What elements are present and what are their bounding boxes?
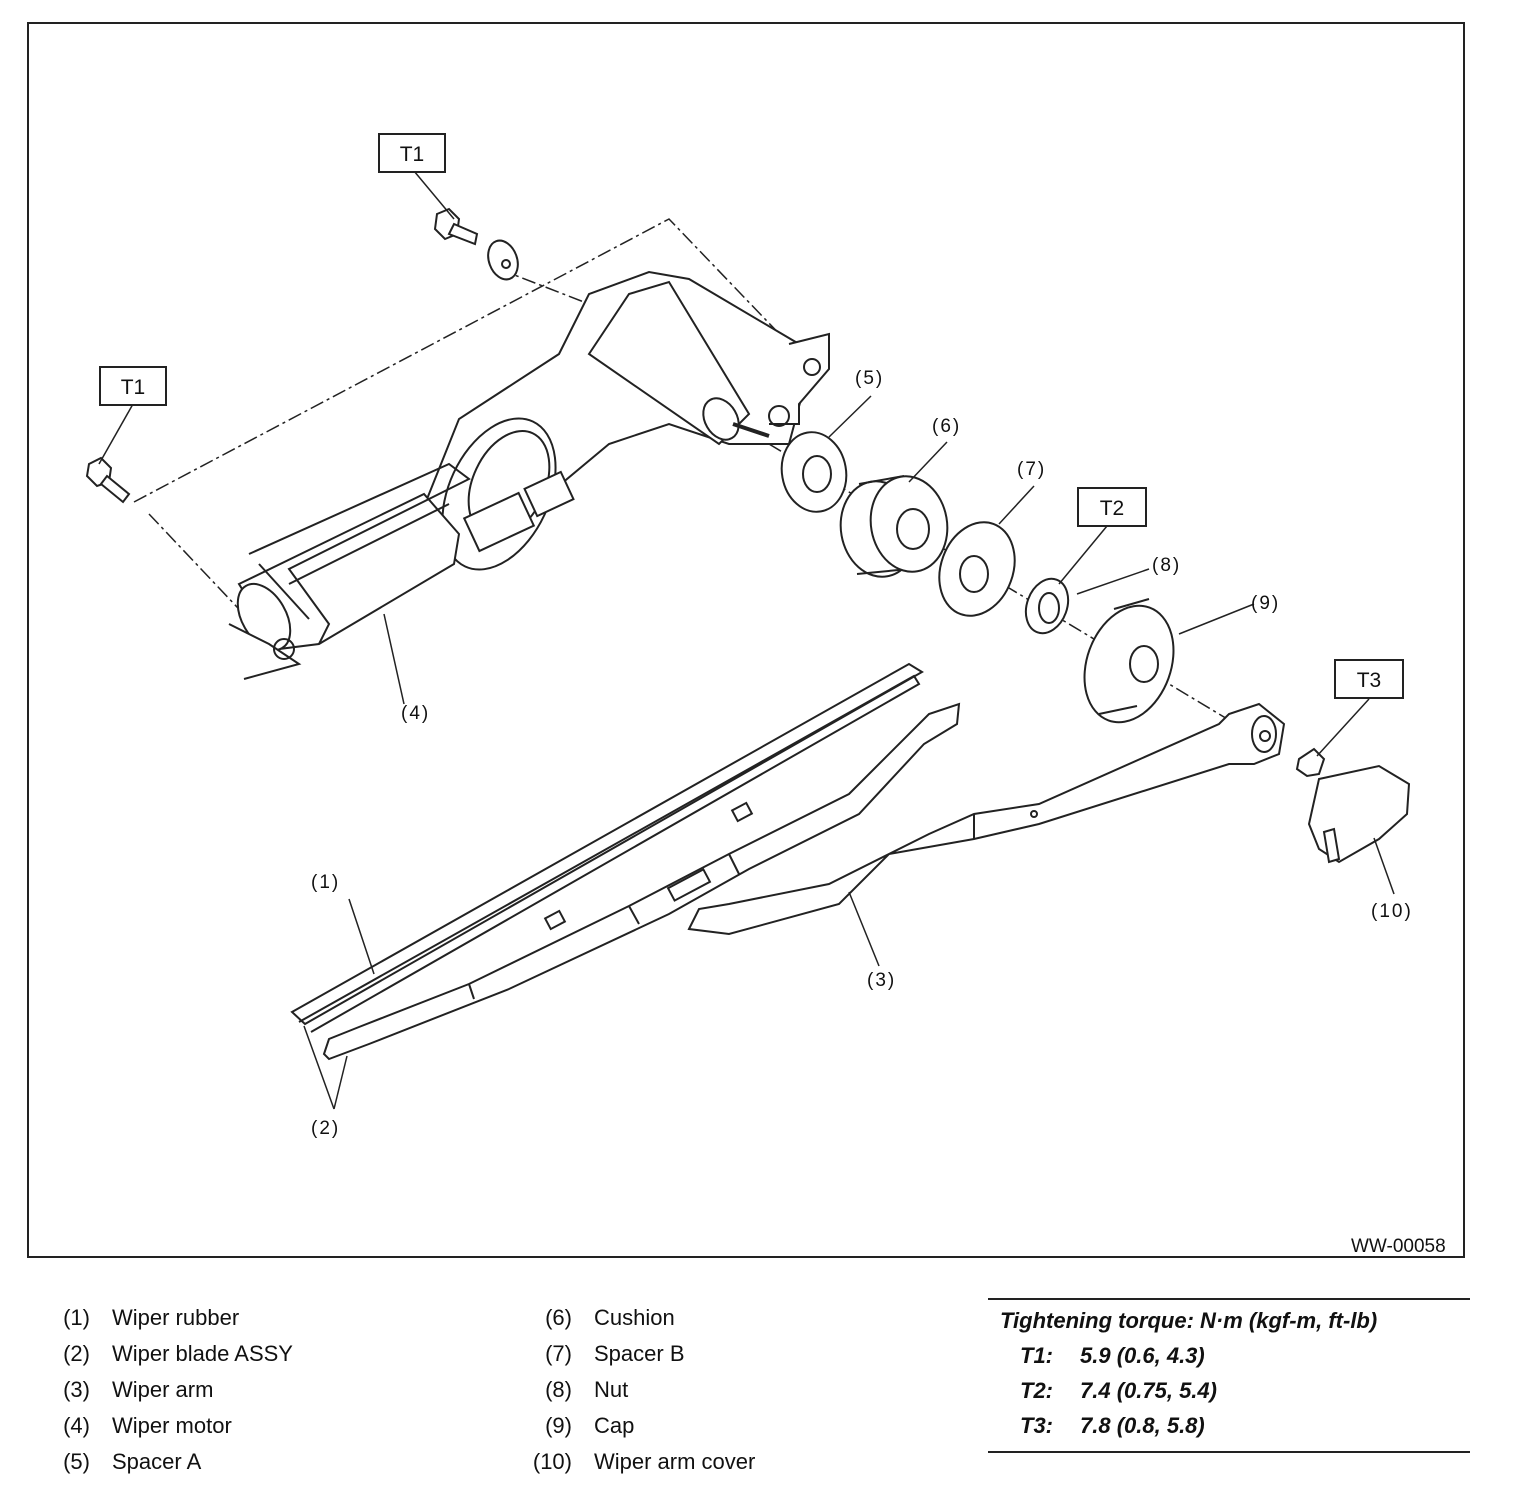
spacer-b <box>938 521 1016 617</box>
torque-tag-t1-upper: T1 <box>378 133 446 173</box>
label-9: (9) <box>1251 593 1280 614</box>
parts-legend-right: (6)Cushion (7)Spacer B (8)Nut (9)Cap (10… <box>512 1300 755 1480</box>
figure-code: WW-00058 <box>1351 1236 1446 1257</box>
legend-item: (1)Wiper rubber <box>63 1305 240 1330</box>
torque-table: Tightening torque: N·m (kgf-m, ft-lb) T1… <box>988 1298 1470 1453</box>
exploded-diagram: T1 T1 T2 T3 (1) (2) (3) (4) (5) (6) (7) … <box>27 22 1465 1258</box>
cap <box>1083 598 1175 724</box>
label-3: (3) <box>867 970 896 991</box>
legend-item: (5)Spacer A <box>63 1449 202 1474</box>
wiper-blade-assembly <box>290 662 961 1061</box>
label-1: (1) <box>311 872 340 893</box>
wiper-motor <box>228 270 830 680</box>
torque-heading: Tightening torque: N·m (kgf-m, ft-lb) <box>1000 1308 1378 1333</box>
svg-text:T3: T3 <box>1357 669 1382 692</box>
legend-item: (9)Cap <box>545 1413 635 1438</box>
washer-upper <box>487 239 519 281</box>
parts-legend-left: (1)Wiper rubber (2)Wiper blade ASSY (3)W… <box>30 1300 293 1480</box>
spacer-a <box>780 431 848 513</box>
cushion <box>839 475 949 578</box>
label-6: (6) <box>932 416 961 437</box>
bolt-upper <box>433 207 479 246</box>
svg-text:T2: T2 <box>1100 497 1125 520</box>
torque-tag-t2: T2 <box>1077 487 1147 527</box>
torque-row: T3:7.8 (0.8, 5.8) <box>1020 1413 1205 1438</box>
leader-lines <box>98 170 1395 1110</box>
label-7: (7) <box>1017 459 1046 480</box>
torque-tag-t3: T3 <box>1334 659 1404 699</box>
legend-item: (7)Spacer B <box>545 1341 685 1366</box>
bolt-left <box>85 456 131 504</box>
legend-item: (6)Cushion <box>545 1305 675 1330</box>
label-8: (8) <box>1152 555 1181 576</box>
wiper-arm <box>687 702 1286 936</box>
legend-item: (4)Wiper motor <box>63 1413 232 1438</box>
wiper-arm-cover <box>1307 764 1411 864</box>
legend-item: (2)Wiper blade ASSY <box>63 1341 293 1366</box>
nut <box>1024 577 1070 635</box>
label-10: (10) <box>1371 901 1413 922</box>
torque-row: T2:7.4 (0.75, 5.4) <box>1020 1378 1217 1403</box>
torque-tag-t1-left: T1 <box>99 366 167 406</box>
label-2: (2) <box>311 1118 340 1139</box>
label-4: (4) <box>401 703 430 724</box>
torque-row: T1:5.9 (0.6, 4.3) <box>1020 1343 1205 1368</box>
legend-item: (8)Nut <box>545 1377 629 1402</box>
assembly-lines <box>133 218 1270 745</box>
svg-text:T1: T1 <box>121 376 146 399</box>
svg-text:T1: T1 <box>400 143 425 166</box>
legend-item: (3)Wiper arm <box>63 1377 214 1402</box>
label-5: (5) <box>855 368 884 389</box>
legend-item: (10)Wiper arm cover <box>532 1449 756 1474</box>
